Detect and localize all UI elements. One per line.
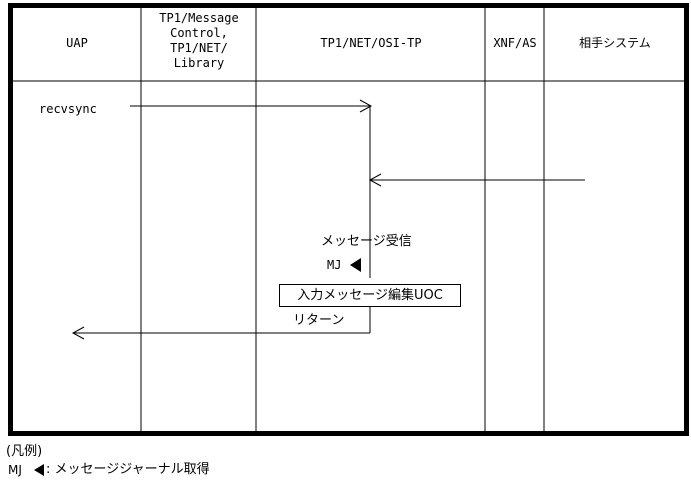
diagram-frame	[8, 3, 689, 436]
column-header-partner-system: 相手システム	[579, 36, 651, 50]
uoc-box: 入力メッセージ編集UOC	[279, 284, 461, 307]
incoming-message-arrow	[368, 173, 585, 187]
column-header-xnf-as: XNF/AS	[493, 36, 537, 50]
legend-marker-icon	[34, 464, 44, 476]
column-header-uap: UAP	[66, 36, 88, 50]
column-header-osi-tp: TP1/NET/OSI-TP	[320, 36, 422, 50]
journal-marker-icon	[350, 258, 361, 272]
column-header-message-control: TP1/Message Control, TP1/NET/ Library	[159, 11, 239, 70]
legend-description: : メッセージジャーナル取得	[46, 462, 210, 477]
recvsync-label: recvsync	[39, 102, 97, 116]
uoc-label: 入力メッセージ編集UOC	[297, 288, 443, 303]
legend-title: (凡例)	[6, 444, 43, 459]
message-receive-label: メッセージ受信	[321, 234, 412, 249]
journal-label: MJ	[327, 258, 342, 272]
return-label: リターン	[293, 313, 345, 328]
legend-mj-label: MJ	[8, 463, 22, 477]
return-arrow	[71, 326, 370, 340]
recvsync-arrow	[130, 99, 373, 113]
